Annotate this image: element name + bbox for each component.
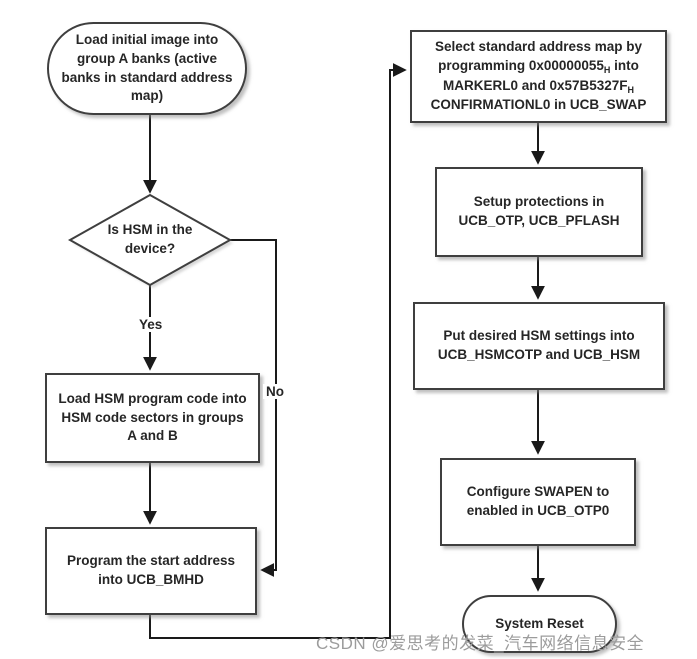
node-label: Program the start address into UCB_BMHD bbox=[66, 553, 236, 587]
node-label: Load initial image into group A banks (a… bbox=[61, 31, 233, 104]
branch-label-yes: Yes bbox=[136, 317, 166, 332]
node-label: System Reset bbox=[495, 615, 584, 631]
node-select-standard-address-map: Select standard address map by programmi… bbox=[410, 30, 667, 123]
connector-program-start-to-select-map bbox=[149, 63, 407, 639]
node-system-reset: System Reset bbox=[462, 595, 617, 653]
branch-label-no: No bbox=[263, 384, 287, 399]
node-label: Load HSM program code into HSM code sect… bbox=[58, 390, 247, 444]
csdn-watermark: CSDN @爱思考的发菜_汽车网络信息安全 bbox=[316, 634, 645, 653]
node-label: Setup protections in UCB_OTP, UCB_PFLASH bbox=[458, 194, 620, 228]
connector-no-to-program-start bbox=[230, 239, 277, 577]
subscript-h: H bbox=[603, 64, 611, 75]
node-label: Configure SWAPEN to enabled in UCB_OTP0 bbox=[466, 484, 610, 518]
node-setup-protections: Setup protections in UCB_OTP, UCB_PFLASH bbox=[435, 167, 643, 257]
node-load-initial-image: Load initial image into group A banks (a… bbox=[47, 22, 247, 115]
node-load-hsm-program-code: Load HSM program code into HSM code sect… bbox=[45, 373, 260, 463]
node-put-hsm-settings: Put desired HSM settings into UCB_HSMCOT… bbox=[413, 302, 665, 390]
node-label: Put desired HSM settings into UCB_HSMCOT… bbox=[437, 328, 641, 362]
node-label: Is HSM in the device? bbox=[107, 222, 193, 256]
node-label: Select standard address map by programmi… bbox=[430, 39, 647, 113]
node-decision-is-hsm: Is HSM in the device? bbox=[85, 210, 215, 270]
decision-diamond bbox=[67, 193, 233, 287]
node-configure-swapen: Configure SWAPEN to enabled in UCB_OTP0 bbox=[440, 458, 636, 546]
node-program-start-address: Program the start address into UCB_BMHD bbox=[45, 527, 257, 615]
subscript-h: H bbox=[627, 84, 635, 95]
